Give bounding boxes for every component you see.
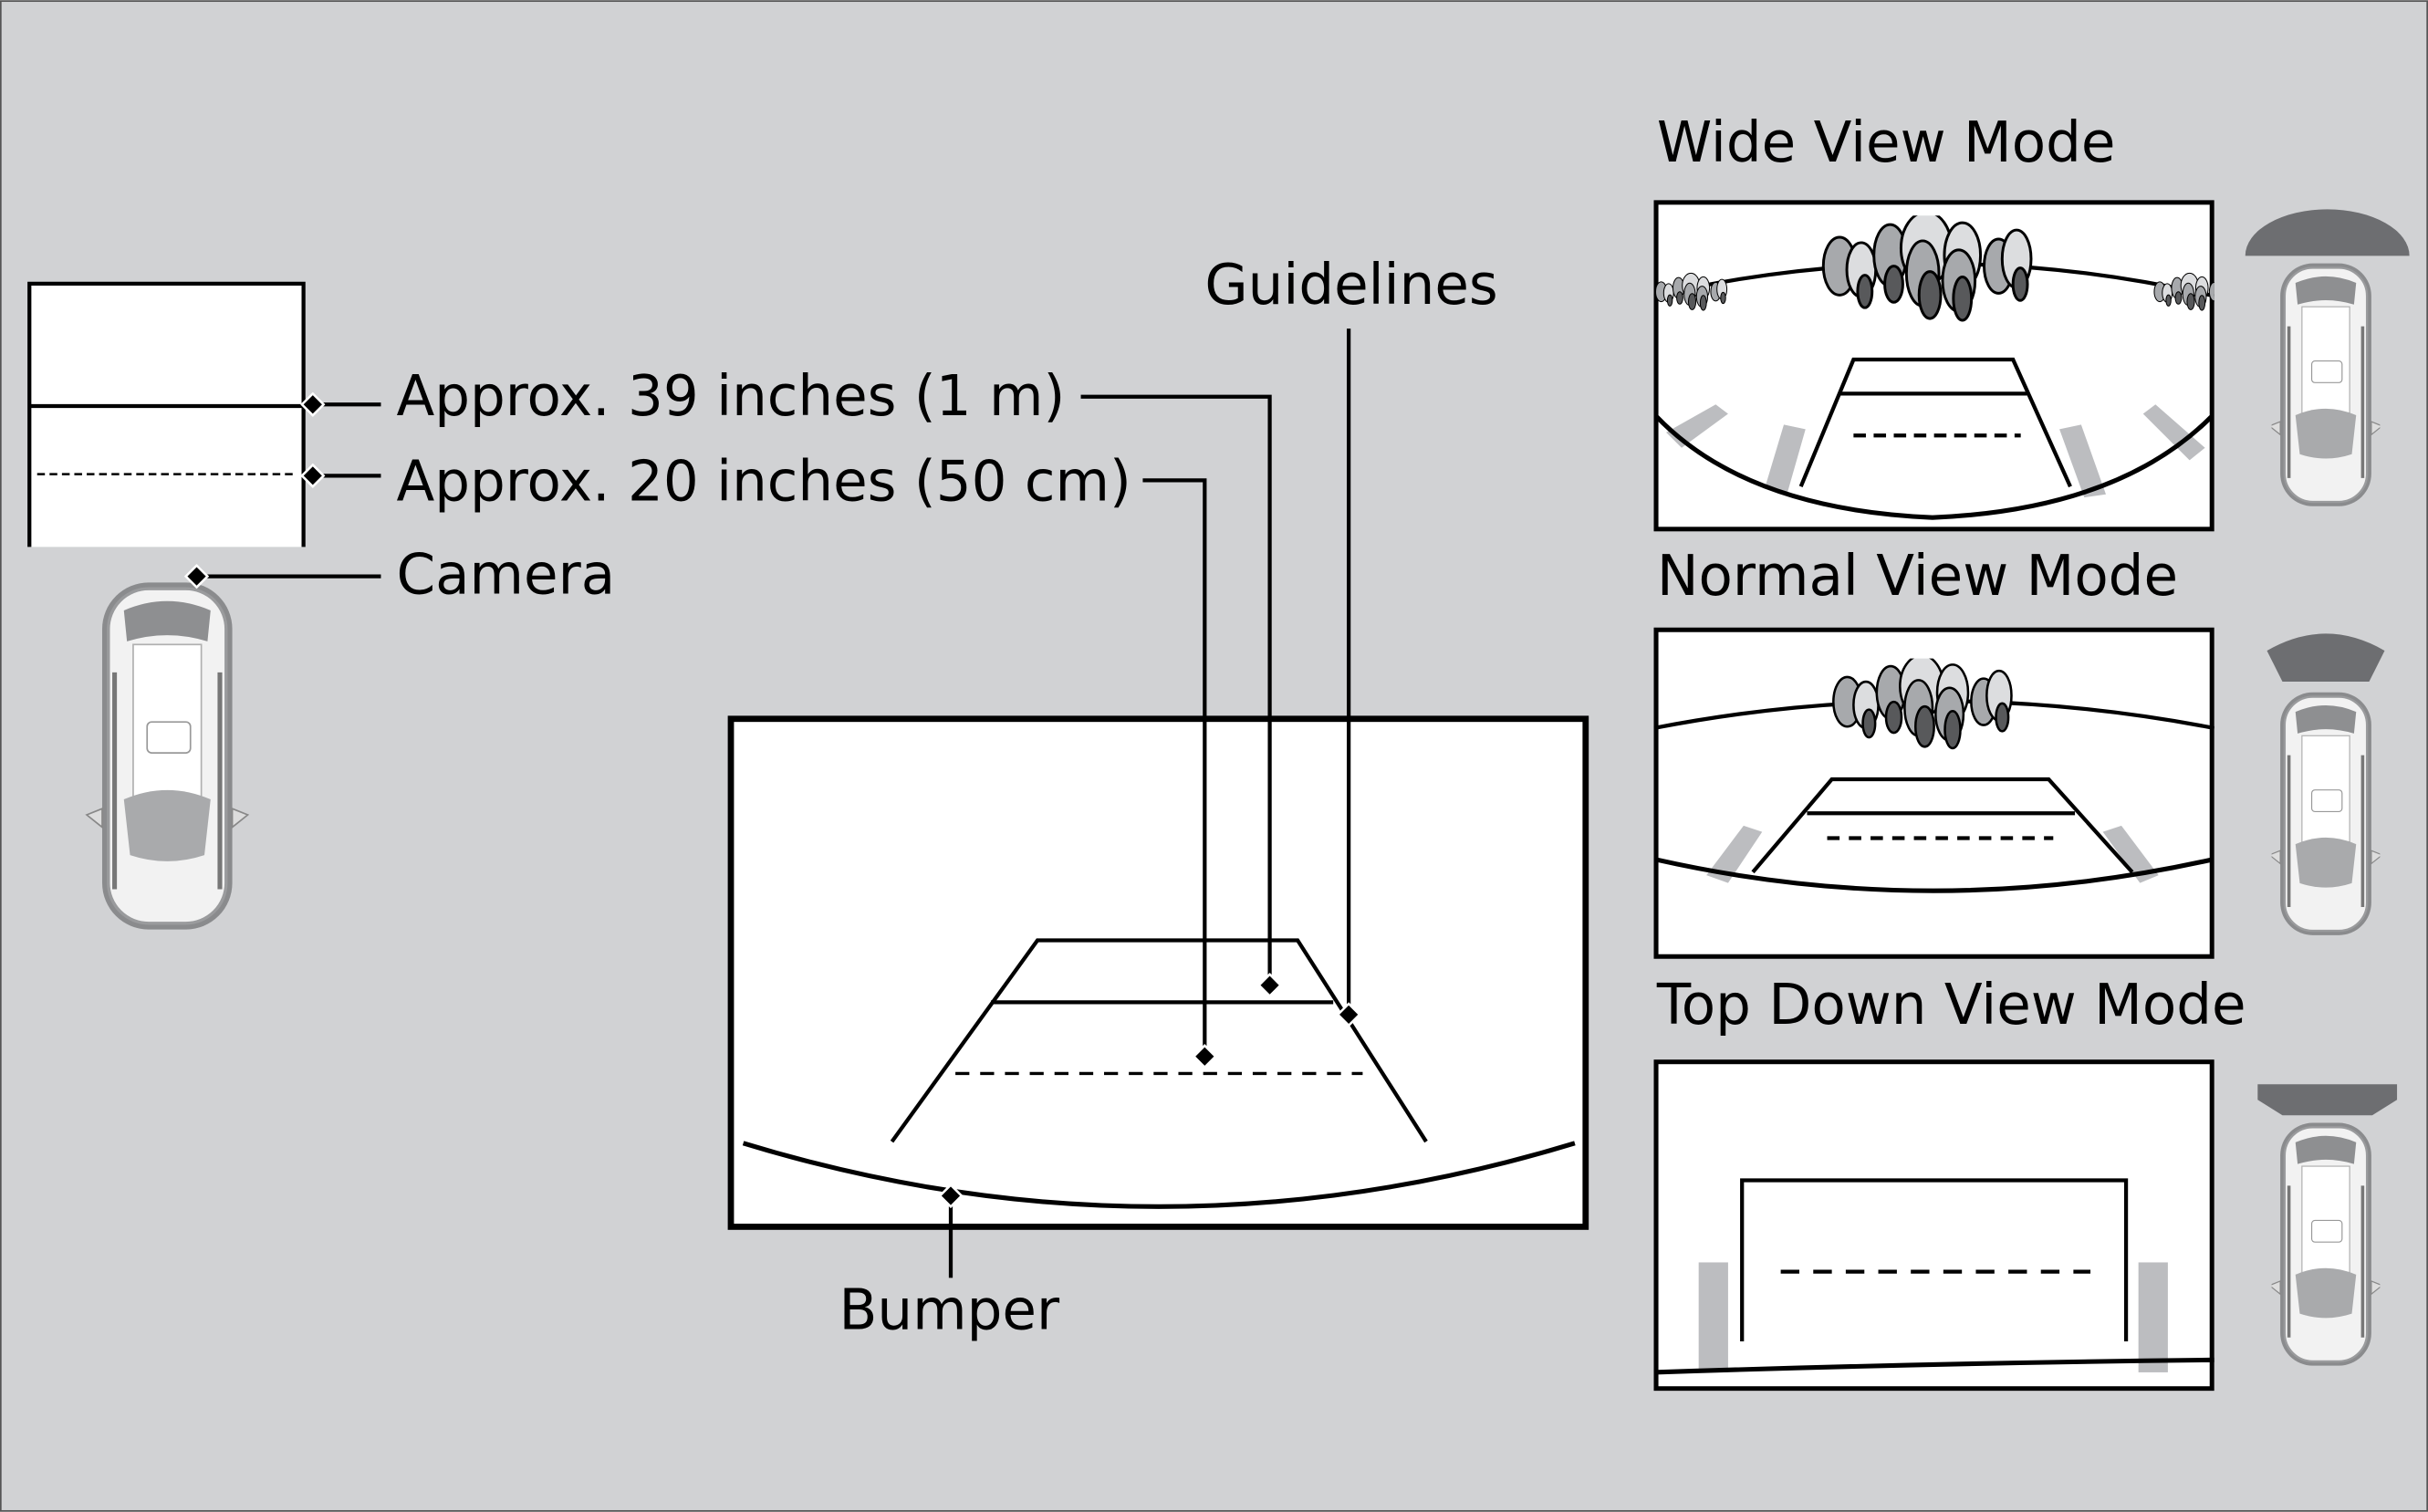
label-guidelines: Guidelines bbox=[1204, 253, 1497, 318]
wide-view-title: Wide View Mode bbox=[1657, 110, 2116, 175]
label-approx-39in: Approx. 39 inches (1 m) bbox=[396, 364, 1065, 429]
callout-guidelines: Guidelines bbox=[1204, 253, 1498, 1027]
leader-1m bbox=[1080, 394, 1282, 997]
wide-view-screen bbox=[1653, 200, 2214, 532]
rear-camera-screen bbox=[727, 715, 1589, 1230]
vehicle-icon bbox=[2271, 261, 2381, 508]
label-camera: Camera bbox=[396, 542, 615, 607]
wide-view-mode: Wide View Mode bbox=[1653, 110, 2410, 532]
distance-zone-box bbox=[27, 281, 306, 547]
callout-camera: Camera bbox=[184, 542, 615, 607]
callout-50cm: Approx. 20 inches (50 cm) bbox=[300, 449, 1131, 514]
top-down-view-title: Top Down View Mode bbox=[1656, 973, 2246, 1038]
wide-view-coverage-indicator bbox=[2245, 209, 2410, 256]
top-down-view-coverage-indicator bbox=[2257, 1084, 2398, 1116]
callout-bumper: Bumper bbox=[839, 1184, 1060, 1342]
leader-50cm bbox=[1142, 478, 1217, 1069]
callout-1m: Approx. 39 inches (1 m) bbox=[300, 364, 1065, 429]
normal-view-screen bbox=[1653, 627, 2214, 959]
normal-view-coverage-indicator bbox=[2266, 633, 2385, 683]
label-bumper: Bumper bbox=[839, 1277, 1060, 1342]
top-down-view-screen bbox=[1653, 1059, 2214, 1392]
vehicle-icon bbox=[2271, 690, 2381, 937]
vehicle-icon bbox=[2271, 1121, 2381, 1368]
label-approx-20in: Approx. 20 inches (50 cm) bbox=[396, 449, 1131, 514]
vehicle-top-view bbox=[87, 582, 247, 929]
normal-view-title: Normal View Mode bbox=[1657, 544, 2178, 609]
top-down-view-mode: Top Down View Mode bbox=[1653, 973, 2398, 1392]
normal-view-mode: Normal View Mode bbox=[1653, 544, 2385, 959]
bumper-curve bbox=[742, 1141, 1576, 1209]
guideline-outline bbox=[890, 938, 1428, 1143]
